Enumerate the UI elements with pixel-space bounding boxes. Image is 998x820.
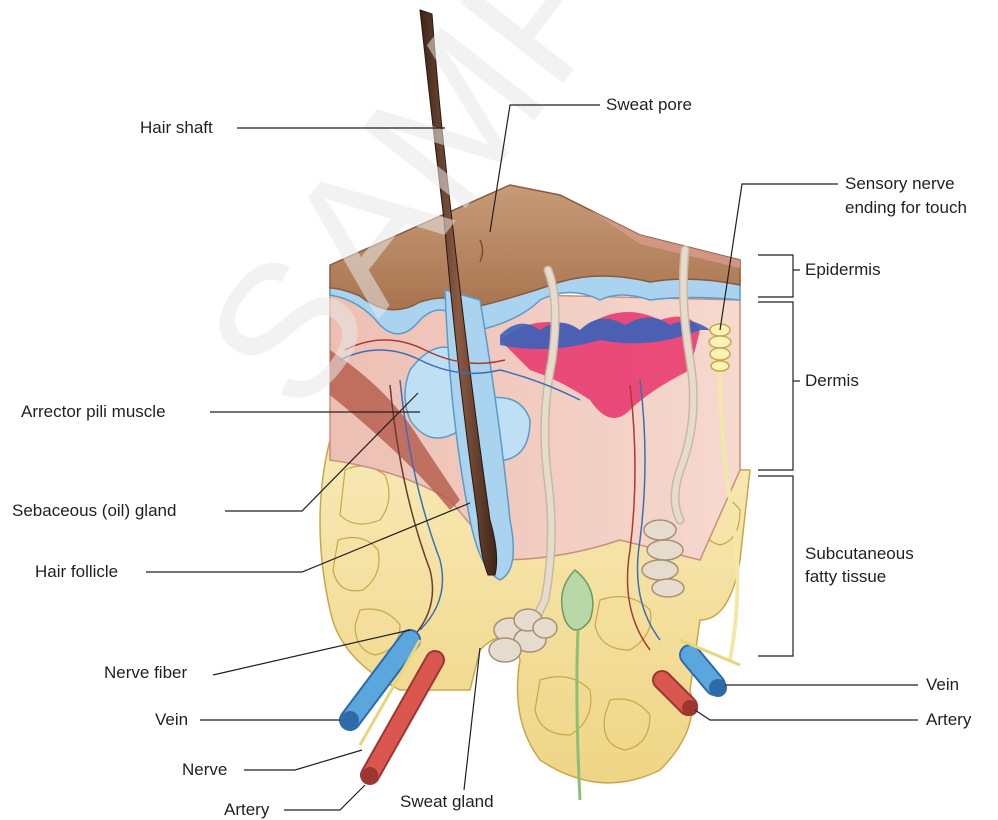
label-dermis: Dermis xyxy=(805,371,859,391)
label-hair-shaft: Hair shaft xyxy=(140,118,213,138)
label-subcutaneous-line2: fatty tissue xyxy=(805,567,886,587)
bracket-epidermis xyxy=(758,255,793,297)
label-subcutaneous-line1: Subcutaneous xyxy=(805,544,914,564)
label-sweat-pore: Sweat pore xyxy=(606,95,692,115)
label-arrector-pili: Arrector pili muscle xyxy=(21,402,166,422)
label-nerve-fiber: Nerve fiber xyxy=(104,663,187,683)
label-sensory-nerve-line2: ending for touch xyxy=(845,198,967,218)
label-artery-right: Artery xyxy=(926,710,971,730)
leader-artery-right xyxy=(695,710,918,720)
bracket-subcutaneous xyxy=(758,476,793,656)
label-vein-right: Vein xyxy=(926,675,959,695)
bracket-dermis xyxy=(758,302,793,470)
label-epidermis: Epidermis xyxy=(805,260,881,280)
label-sensory-nerve-line1: Sensory nerve xyxy=(845,174,955,194)
leader-artery-left xyxy=(284,785,365,810)
label-hair-follicle: Hair follicle xyxy=(35,562,118,582)
label-sweat-gland: Sweat gland xyxy=(400,792,494,812)
label-vein-left: Vein xyxy=(155,710,188,730)
layer-brackets xyxy=(758,255,800,656)
label-nerve: Nerve xyxy=(182,760,227,780)
label-artery-left: Artery xyxy=(224,800,269,820)
leader-nerve xyxy=(244,750,362,770)
label-sebaceous-gland: Sebaceous (oil) gland xyxy=(12,501,176,521)
